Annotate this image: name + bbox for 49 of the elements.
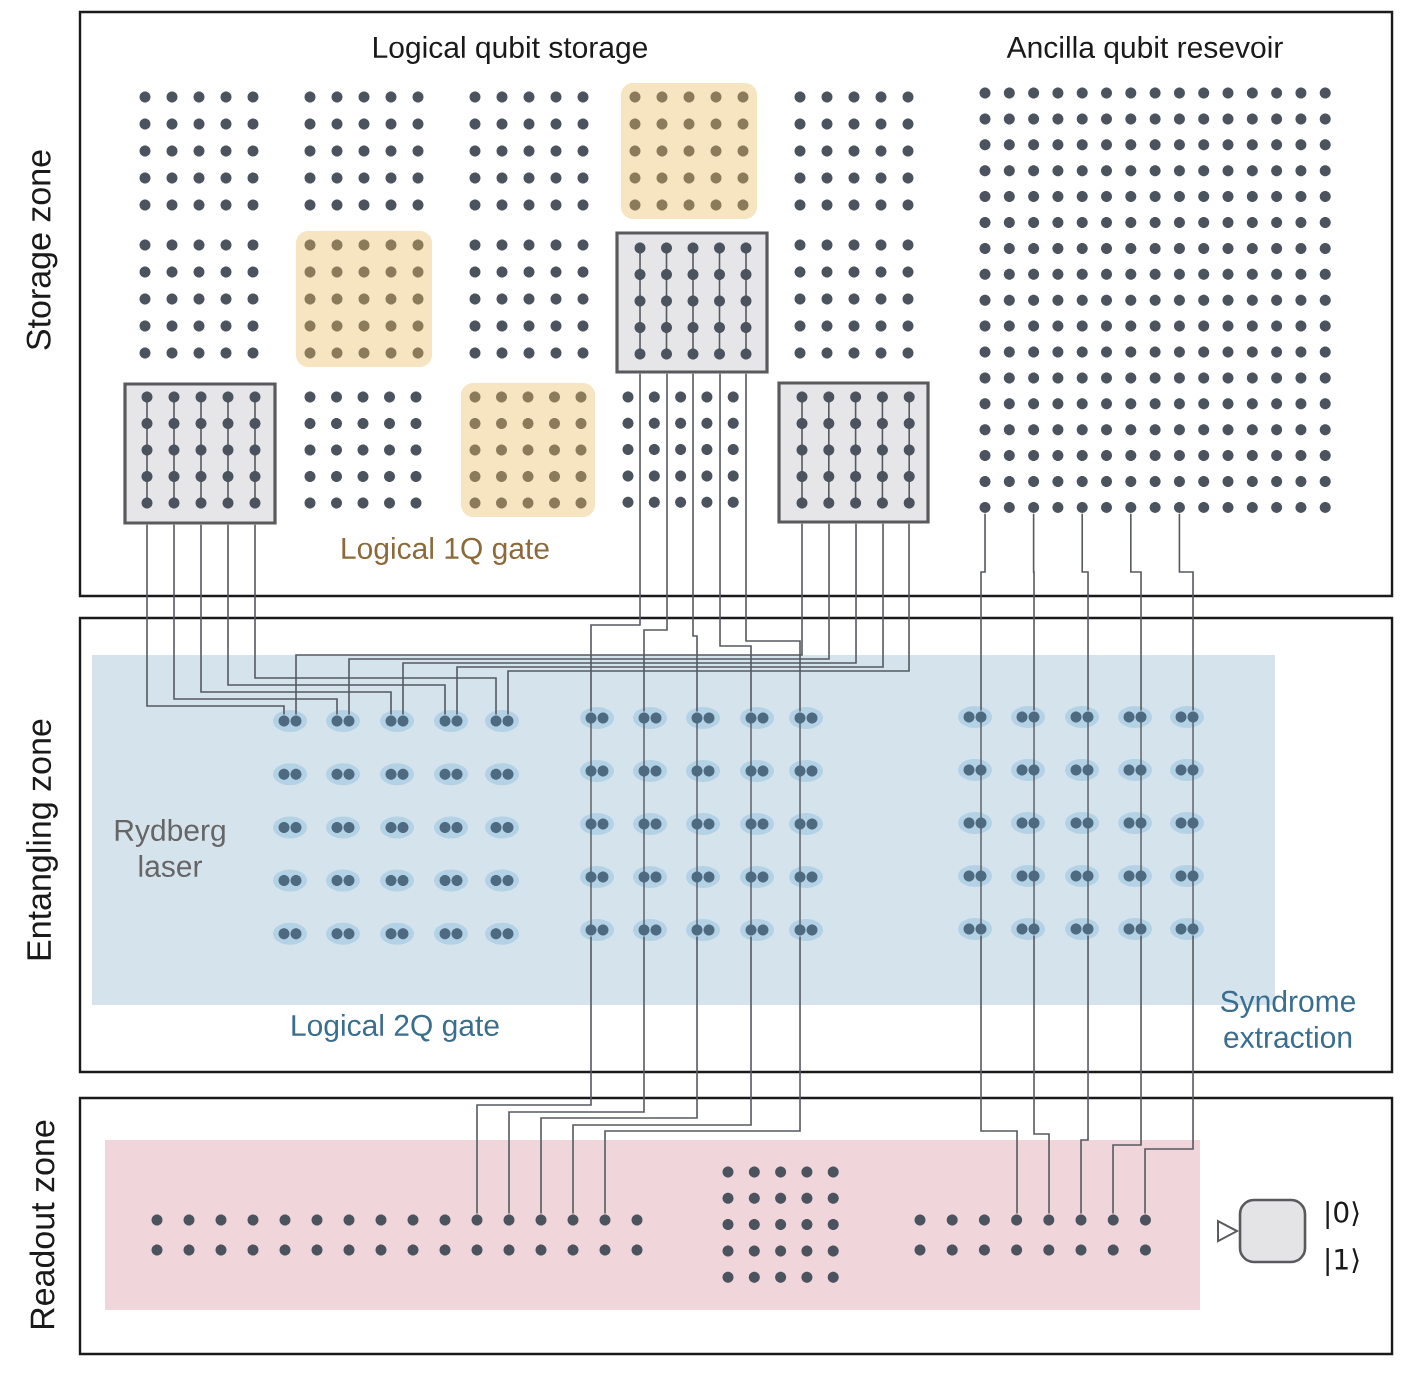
wire (254, 523, 497, 716)
atom-pair-array (580, 707, 823, 941)
node-label: Storage zone (26, 150, 58, 350)
atom-pair-array (958, 706, 1204, 940)
region-label: Logical 1Q gate (342, 537, 549, 565)
wire (1112, 934, 1142, 1215)
wire (604, 935, 801, 1215)
atom-array: Ancilla qubit resevoir (979, 36, 1331, 513)
state-label: |1⟩ (1326, 1248, 1359, 1277)
wire (980, 513, 986, 712)
state-label: |0⟩ (1326, 1201, 1359, 1230)
wire (1178, 513, 1194, 712)
wire (692, 372, 698, 713)
wire (456, 522, 884, 716)
highlighted-qubit-array (777, 381, 930, 524)
wire (980, 934, 1018, 1215)
atom-array (151, 1214, 643, 1256)
wire (719, 372, 752, 713)
region-label: Syndrome extraction (1221, 990, 1356, 1048)
node-label: Readout zone (29, 1120, 55, 1329)
wire (540, 935, 698, 1215)
wire (146, 523, 285, 716)
wire (508, 935, 645, 1215)
detector-drawing (1217, 1198, 1307, 1264)
wire (590, 372, 641, 713)
wire (402, 522, 857, 716)
wire (745, 372, 801, 713)
wire (1144, 934, 1194, 1215)
wire (1032, 513, 1035, 712)
highlighted-qubit-array (123, 382, 277, 525)
region-label: Logical 2Q gate (292, 1014, 499, 1042)
wire (1081, 513, 1089, 712)
atom-array (914, 1214, 1151, 1256)
node-label: Ancilla qubit resevoir (1006, 36, 1283, 64)
region-label: Rydberg laser (115, 819, 225, 877)
wire (507, 522, 910, 716)
wire (572, 935, 752, 1215)
wire (1130, 513, 1142, 712)
highlighted-qubit-array (615, 231, 769, 374)
wire (1033, 934, 1050, 1215)
wire (227, 523, 446, 716)
atom-pair-array (273, 710, 519, 945)
region-label: Logical qubit storage (374, 36, 647, 64)
wire (200, 523, 392, 716)
wire (476, 935, 592, 1215)
wire (173, 523, 338, 716)
wire (1080, 934, 1089, 1215)
node-label: Entangling zone (26, 719, 58, 960)
wire (643, 372, 668, 713)
